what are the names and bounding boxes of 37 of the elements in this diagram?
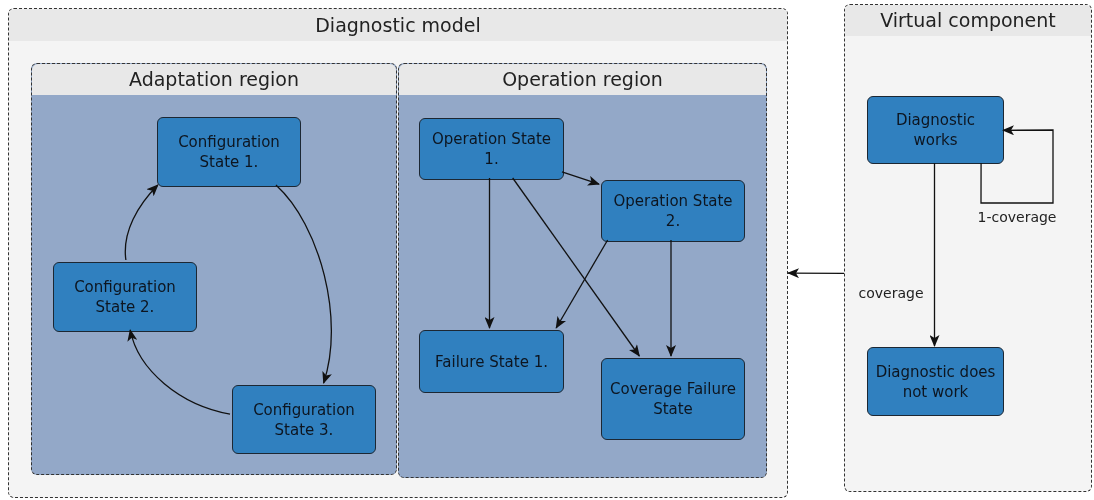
state-box	[232, 385, 376, 454]
arrow	[124, 184, 159, 261]
state-label: Configuration State 2.	[73, 277, 177, 317]
panel-title: Virtual component	[845, 5, 1091, 36]
panel-title: Operation region	[399, 64, 766, 95]
panel-title: Diagnostic model	[9, 9, 787, 41]
state-box	[157, 117, 301, 187]
arrow	[929, 162, 940, 347]
state-box	[601, 358, 745, 440]
panel-title: Adaptation region	[32, 64, 396, 95]
state-label: Configuration State 3.	[252, 399, 356, 440]
group-panel	[8, 8, 788, 498]
arrow	[561, 171, 600, 186]
group-panel	[844, 4, 1092, 492]
region-panel	[398, 63, 767, 478]
state-label: Coverage Failure State	[609, 379, 737, 419]
state-box	[53, 262, 197, 332]
state-label: Configuration State 1.	[177, 132, 281, 172]
state-box	[867, 347, 1004, 416]
arrow	[666, 239, 676, 357]
state-label: Failure State 1.	[435, 351, 548, 372]
region-panel	[31, 63, 397, 475]
state-label: Operation State 2.	[612, 191, 734, 231]
arrow	[128, 329, 231, 415]
state-box	[419, 118, 564, 180]
state-box	[601, 180, 745, 242]
state-label: Diagnostic works	[894, 110, 977, 150]
arrow	[512, 177, 640, 357]
arrow	[275, 184, 333, 384]
state-box	[867, 96, 1004, 164]
state-box	[419, 330, 564, 393]
state-label: Operation State 1.	[430, 129, 553, 169]
state-label: Diagnostic does not work	[874, 361, 997, 402]
arrow	[484, 177, 495, 329]
arrow	[787, 268, 845, 279]
arrow	[980, 125, 1054, 204]
arrow	[555, 239, 609, 329]
